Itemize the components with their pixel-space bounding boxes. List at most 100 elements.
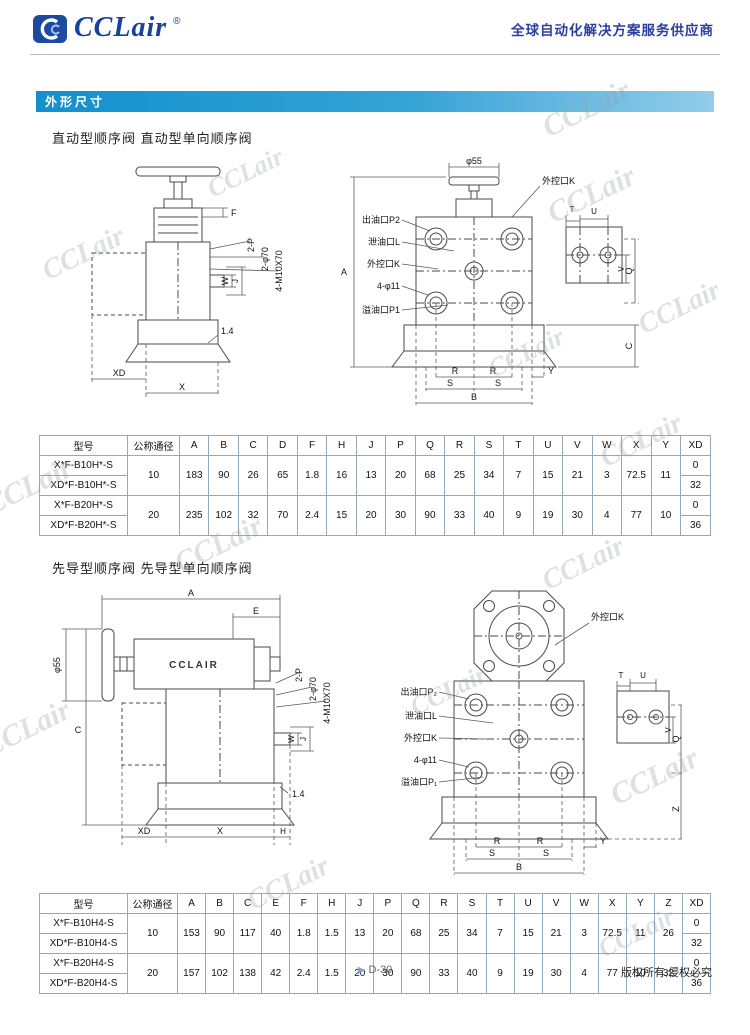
dim-cell: 30 <box>541 953 571 994</box>
dim-cell: 7 <box>503 455 534 496</box>
dim-cell: 15 <box>326 495 357 536</box>
section2-drawings: CCLAIR A E φ55 C 2-P <box>40 583 750 883</box>
valve-outline <box>125 166 231 363</box>
dim-cell: 32 <box>653 953 684 994</box>
model-cell: X*F-B20H*-S <box>39 495 128 516</box>
dim-table-pilot: 型号 公称通径 A B C E F H J P Q R S T U V W X … <box>39 893 711 994</box>
dim-label-v: V <box>617 266 626 272</box>
dim-label-s: S <box>489 848 495 858</box>
subplate-outline <box>121 702 167 766</box>
dim-cell: 19 <box>513 953 543 994</box>
dim-label-phi55: φ55 <box>52 657 62 673</box>
catalog-page: CCLair ® 全球自动化解决方案服务供应商 外形尺寸 直动型顺序阀 直动型单… <box>30 0 750 994</box>
dim-label-w: W <box>220 276 230 285</box>
xd-cell: 32 <box>682 933 711 954</box>
dim-label-j: J <box>299 737 308 741</box>
logo-icon <box>33 15 67 43</box>
dim-cell: 1.8 <box>289 913 319 954</box>
dimension-lines <box>62 595 327 845</box>
table-row: XD*F-B10H*-S 32 <box>39 475 711 496</box>
dim-label-s: S <box>495 378 501 388</box>
dim-cell: 19 <box>532 495 564 536</box>
company-tagline: 全球自动化解决方案服务供应商 <box>511 23 714 38</box>
dim-label-t: T <box>570 205 575 214</box>
model-cell: XD*F-B20H4-S <box>39 973 128 994</box>
port-label-l: 泄油口L <box>405 710 437 721</box>
dim-label-j: J <box>231 279 240 283</box>
xd-cell: 0 <box>682 913 711 934</box>
dimension-lines <box>438 622 684 875</box>
dim-cell: 13 <box>345 913 375 954</box>
col-header: U <box>513 893 543 914</box>
col-header: Z <box>653 893 684 914</box>
valve-outline <box>429 590 670 840</box>
dim-label-xd: XD <box>138 826 151 836</box>
header-row: 型号 公称通径 A B C D F H J P Q R S T U V W X … <box>39 435 711 456</box>
page-number: ▶ D-30 <box>358 964 393 976</box>
port-label-k: 外控口K <box>404 732 437 743</box>
dim-cell: 68 <box>401 913 431 954</box>
dim-label-c: C <box>624 342 634 349</box>
dn-cell: 20 <box>127 953 178 994</box>
dim-cell: 2.4 <box>289 953 319 994</box>
col-header: X <box>597 893 627 914</box>
dim-label-t: T <box>619 671 624 680</box>
col-header: 公称通径 <box>127 435 180 456</box>
dim-cell: 40 <box>261 913 291 954</box>
dim-label-u: U <box>591 207 597 216</box>
model-cell: X*F-B10H4-S <box>39 913 128 934</box>
dim-label-holes: 4-φ11 <box>377 281 400 291</box>
subplate-outline <box>91 252 147 316</box>
dim-cell: 9 <box>485 953 515 994</box>
model-cell: X*F-B10H*-S <box>39 455 128 476</box>
col-header: Q <box>401 893 431 914</box>
col-header: T <box>485 893 515 914</box>
xd-cell: 36 <box>682 973 711 994</box>
col-header: 公称通径 <box>127 893 178 914</box>
dim-cell: 9 <box>503 495 534 536</box>
col-header: S <box>473 435 505 456</box>
dim-cell: 153 <box>176 913 207 954</box>
page-header: CCLair ® 全球自动化解决方案服务供应商 <box>30 0 720 55</box>
dim-cell: 11 <box>625 913 655 954</box>
dim-cell: 3 <box>569 913 599 954</box>
col-header: XD <box>680 435 711 456</box>
model-cell: XD*F-B10H4-S <box>39 933 128 954</box>
dim-cell: 3 <box>591 455 623 496</box>
dim-label-xd: XD <box>113 368 126 378</box>
dim-label-a: A <box>188 588 194 598</box>
logo-text: CCLair <box>74 12 168 43</box>
dim-label-c: C <box>75 725 82 735</box>
dim-label-2p: 2-P <box>294 668 304 682</box>
xd-cell: 0 <box>680 495 711 516</box>
dim-cell: 26 <box>237 455 269 496</box>
dim-cell: 2.4 <box>296 495 328 536</box>
dim-table-direct: 型号 公称通径 A B C D F H J P Q R S T U V W X … <box>39 435 711 536</box>
col-header: W <box>591 435 623 456</box>
col-header: T <box>503 435 534 456</box>
dim-label-s: S <box>543 848 549 858</box>
section2-title: 先导型顺序阀 先导型单向顺序阀 <box>52 561 253 576</box>
dim-cell: 26 <box>653 913 684 954</box>
dim-cell: 77 <box>597 953 627 994</box>
dn-cell: 20 <box>127 495 180 536</box>
dim-cell: 40 <box>473 495 505 536</box>
header-row: 型号 公称通径 A B C E F H J P Q R S T U V W X … <box>39 893 711 914</box>
dim-label-2p: 2-P <box>246 238 256 252</box>
dim-cell: 15 <box>532 455 564 496</box>
port-label-k-top: 外控口K <box>542 175 575 186</box>
table-row: XD*F-B10H4-S 32 <box>39 933 711 954</box>
dim-label-q: Q <box>671 735 681 742</box>
dim-cell: 42 <box>261 953 291 994</box>
col-header: Y <box>625 893 655 914</box>
dim-label-u: U <box>640 671 646 680</box>
dim-label-holes: 4-φ11 <box>414 755 437 765</box>
dim-cell: 34 <box>457 913 487 954</box>
dim-label-x: X <box>217 826 223 836</box>
col-header: E <box>261 893 291 914</box>
table-row: XD*F-B20H*-S 36 <box>39 515 711 536</box>
valve-outline <box>391 176 623 368</box>
xd-cell: 36 <box>680 515 711 536</box>
dim-cell: 90 <box>208 455 239 496</box>
page-number-text: D-30 <box>368 964 393 976</box>
